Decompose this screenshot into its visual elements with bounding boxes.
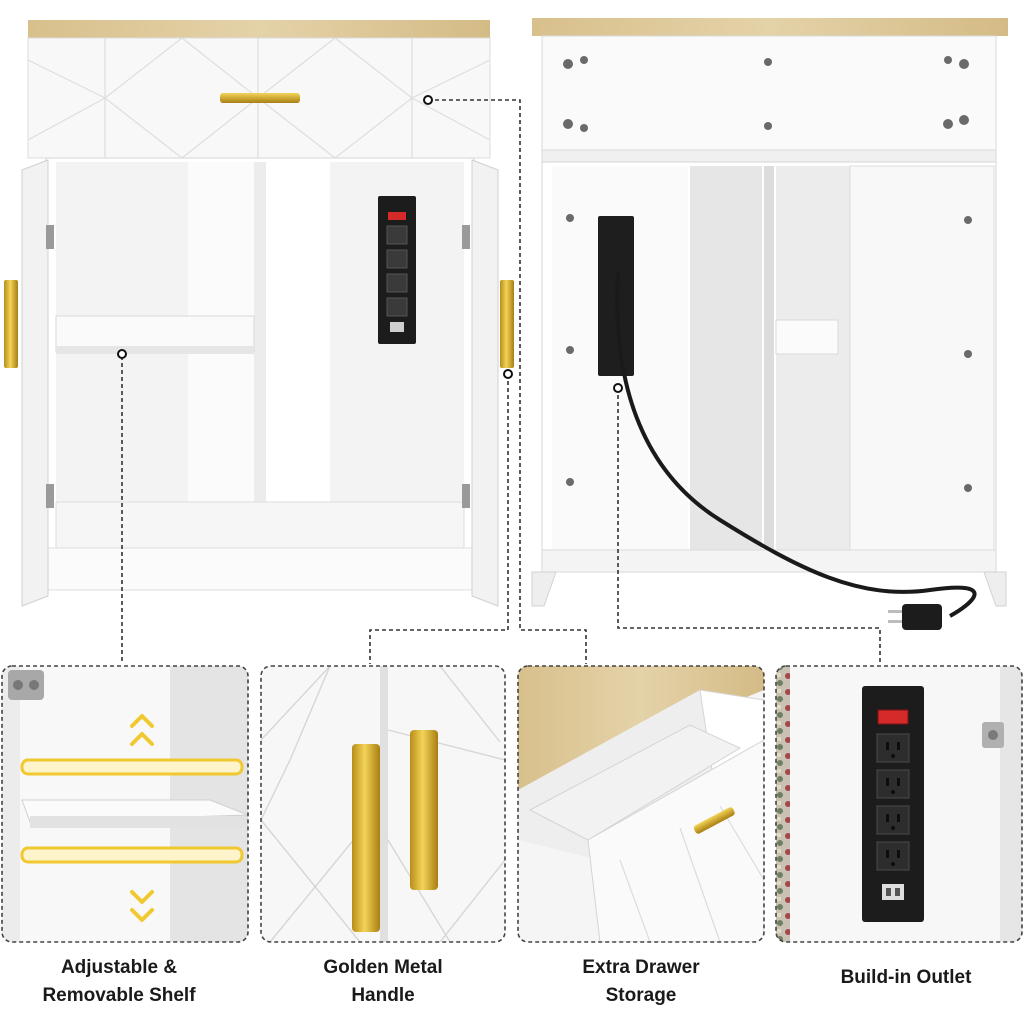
usb-port-icon — [882, 884, 904, 900]
caption-drawer-line1: Extra Drawer — [582, 957, 700, 978]
caption-handle: Golden Metal Handle — [261, 954, 505, 1010]
right-door-handle — [500, 280, 514, 368]
caption-handle-line1: Golden Metal — [323, 957, 443, 978]
power-cord — [615, 271, 977, 618]
caption-drawer-line2: Storage — [605, 985, 677, 1006]
handle-detail-panel — [261, 666, 505, 942]
caption-handle-line2: Handle — [351, 985, 415, 1006]
drawer-handle — [220, 93, 300, 103]
drawer-detail-panel — [518, 666, 764, 942]
hinge-icon — [982, 722, 1004, 748]
left-door-handle — [4, 280, 18, 368]
back-cabinet — [531, 18, 1008, 630]
gold-handle-left — [352, 744, 380, 932]
caption-outlet-line1: Build-in Outlet — [840, 967, 972, 988]
chevron-up-icon — [130, 714, 154, 728]
front-cabinet — [4, 20, 514, 607]
gold-handle-right — [410, 730, 438, 890]
power-outlet-icon — [862, 686, 924, 922]
caption-shelf-line1: Adjustable & — [60, 957, 178, 978]
power-plug-icon — [888, 604, 942, 630]
chevron-down-icon — [130, 890, 154, 904]
power-strip-front — [378, 196, 416, 344]
drawer-handle-detail — [693, 807, 735, 834]
caption-outlet: Build-in Outlet — [776, 964, 1024, 992]
hinge-icon — [8, 670, 44, 700]
callout-lines — [121, 99, 881, 664]
caption-shelf: Adjustable & Removable Shelf — [2, 954, 236, 1010]
caption-shelf-line2: Removable Shelf — [42, 985, 196, 1006]
outlet-detail-panel — [776, 666, 1022, 942]
shelf-detail-panel — [2, 666, 248, 942]
caption-drawer: Extra Drawer Storage — [518, 954, 764, 1010]
